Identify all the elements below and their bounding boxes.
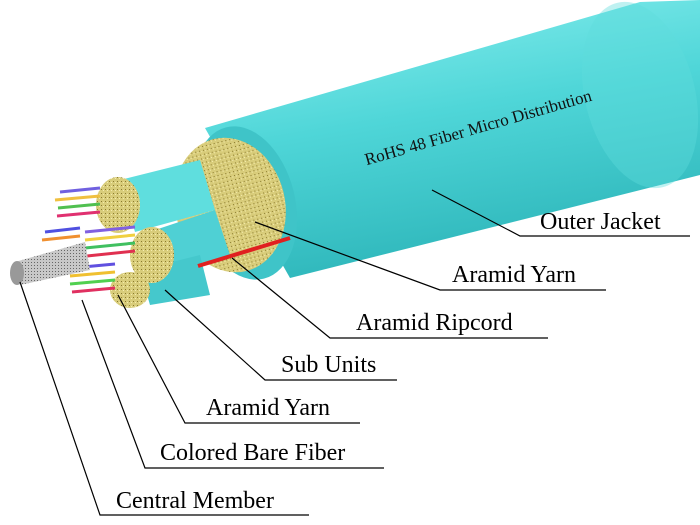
- label-outer-jacket: Outer Jacket: [540, 209, 661, 235]
- label-aramid-yarn-inner: Aramid Yarn: [206, 395, 330, 421]
- label-colored-bare-fiber: Colored Bare Fiber: [160, 440, 346, 466]
- label-aramid-ripcord: Aramid Ripcord: [356, 310, 513, 336]
- aramid-ripcord: [197, 236, 291, 268]
- leader-lines: [19, 189, 690, 516]
- central-member: [10, 242, 90, 285]
- label-central-member: Central Member: [116, 488, 274, 514]
- sub-unit-tubes: [96, 160, 230, 308]
- label-aramid-yarn-outer: Aramid Yarn: [452, 262, 576, 288]
- label-sub-units: Sub Units: [281, 352, 377, 378]
